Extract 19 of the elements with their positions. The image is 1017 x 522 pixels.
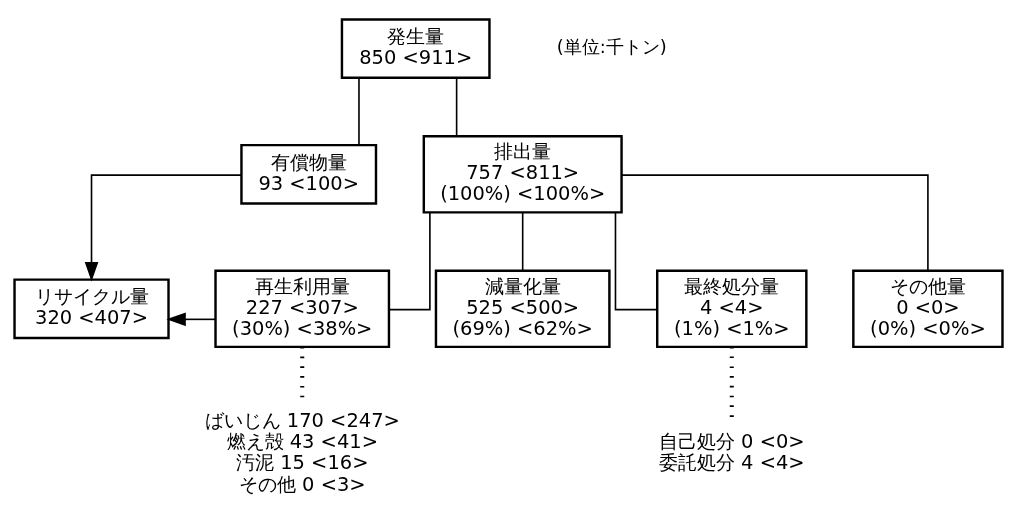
connector [521,211,524,272]
arrow [84,174,242,282]
connector [614,211,658,311]
node-box: 減量化量 525 <500> (69%) <62%> [434,269,611,349]
node-box: 発生量 850 <911> [340,18,491,80]
node-box: 排出量 757 <811> (100%) <100%> [422,134,623,214]
connector [358,77,360,146]
node-box: 再生利用量 227 <307> (30%) <38%> [214,269,391,349]
connector [621,174,929,271]
arrow [166,312,217,327]
connector [455,77,458,137]
node-box: リサイクル量 320 <407> [13,278,170,340]
connector [388,211,431,311]
node-box: その他量 0 <0> (0%) <0%> [852,269,1004,349]
node-box: 最終処分量 4 <4> (1%) <1%> [656,269,808,349]
node-text: ばいじん 170 <247> 燃え殻 43 <41> 汚泥 15 <16> その他 0 <3> [204,409,400,496]
node-box: 有償物量 93 <100> [240,143,378,205]
node-text: 自己処分 0 <0> 委託処分 4 <4> [658,430,805,475]
label: (単位:千トン) [556,36,667,58]
